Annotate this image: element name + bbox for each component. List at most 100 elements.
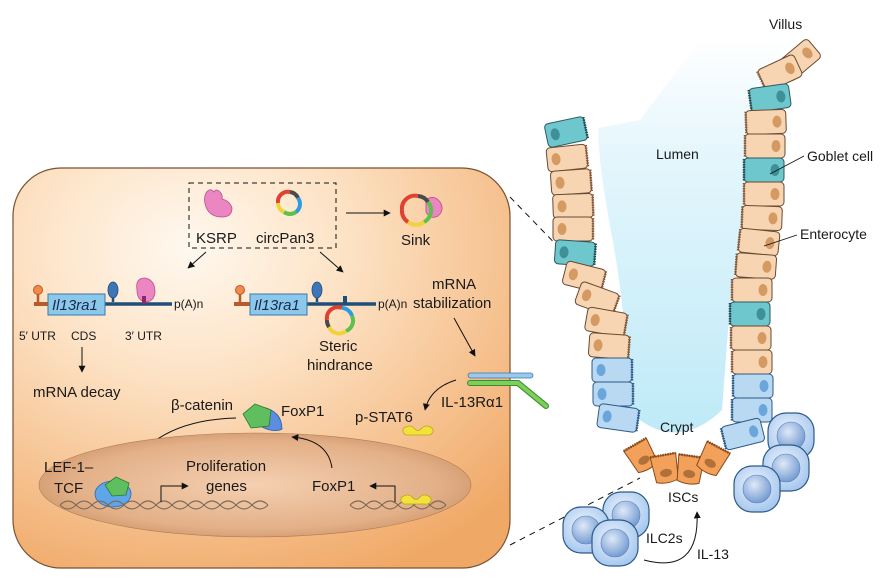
polya-label: p(A)n	[174, 297, 203, 311]
circpan3-label: circPan3	[256, 230, 314, 247]
rbp-blue-icon	[107, 281, 119, 299]
isc-cell	[623, 437, 659, 474]
il13ra1-gene-box	[249, 293, 308, 316]
left-epithelium	[544, 116, 641, 433]
pstat6-label: p-STAT6	[355, 409, 413, 426]
ilc2-cell	[591, 519, 639, 567]
transcription-arrow-foxp1	[369, 482, 396, 502]
receptor-to-stat6-arrow	[422, 379, 457, 411]
dna-helix-left	[59, 500, 269, 510]
enterocyte	[744, 108, 787, 136]
nucleus	[38, 432, 472, 538]
goblet-cell	[747, 83, 792, 113]
enterocyte	[734, 252, 778, 280]
goblet-cell	[544, 116, 590, 148]
il13ra1-gene-box	[47, 293, 106, 316]
sink-label: Sink	[401, 232, 431, 249]
nuclear-beta-catenin-icon	[104, 476, 130, 497]
pstat6-icon	[402, 425, 434, 436]
foxp1-export-arrow	[291, 434, 333, 469]
crypt-cell	[591, 357, 634, 383]
nuclear-pstat6-icon	[400, 494, 432, 505]
steric-label-1: Steric	[319, 338, 358, 355]
enterocyte-pointer	[763, 234, 798, 247]
goblet-cell	[742, 157, 785, 183]
ilc2-cluster-right	[733, 412, 815, 513]
cds-label: CDS	[71, 329, 96, 343]
beta-catenin-icon	[242, 403, 272, 429]
enterocyte	[545, 143, 590, 173]
steric-label-2: hindrance	[307, 357, 373, 374]
crypt-label: Crypt	[660, 419, 694, 435]
isc-cell	[649, 451, 679, 484]
ilc2-cell	[762, 444, 810, 492]
right-transcript: Il13ra1 p(A)n Steric hindrance	[234, 281, 407, 374]
circpan3-icon	[275, 189, 302, 216]
dna-helix-right	[349, 500, 447, 510]
5-cap-icon	[33, 285, 43, 295]
enterocyte	[552, 192, 595, 220]
transcription-arrow-proliferation	[160, 482, 189, 502]
beta-catenin-label: β-catenin	[171, 397, 233, 414]
lef1-label-2: TCF	[54, 480, 83, 497]
cell-panel: KSRP circPan3 Sink	[12, 167, 549, 569]
lumen-label: Lumen	[656, 146, 699, 162]
il13ra1-receptor-icon	[467, 372, 549, 409]
enterocyte	[743, 133, 786, 159]
enterocyte-label: Enterocyte	[800, 226, 867, 242]
circ-to-stabilize-arrow	[319, 251, 344, 273]
enterocyte	[742, 181, 785, 207]
receptor-label: IL-13Rα1	[441, 394, 503, 411]
proliferation-label-1: Proliferation	[186, 458, 266, 475]
left-transcript: Il13ra1 p(A)n 5′ UTR CDS 3′ UTR mRNA dec…	[19, 277, 203, 401]
stabilization-label-1: mRNA	[432, 276, 476, 293]
crypt-cell	[596, 403, 641, 433]
mrna-decay-label: mRNA decay	[33, 384, 121, 401]
enterocyte	[730, 349, 773, 375]
gene-label: Il13ra1	[254, 297, 300, 314]
5-cap-icon	[235, 285, 245, 295]
right-epithelium	[719, 39, 821, 451]
utr5-label: 5′ UTR	[19, 329, 56, 343]
crypt-cell	[719, 417, 765, 451]
goblet-cell-label: Goblet cell	[807, 148, 873, 164]
crypt-base-iscs	[623, 437, 731, 485]
stabilization-label-2: stabilization	[413, 295, 491, 312]
enterocyte	[730, 277, 773, 303]
foxp1-gene-label: FoxP1	[312, 478, 355, 495]
ksrp-to-decay-arrow	[187, 251, 207, 269]
goblet-pointer	[769, 155, 805, 175]
tissue-panel: Villus Lumen Goblet cell Enterocyte Cryp…	[544, 16, 873, 567]
enterocyte	[587, 332, 631, 360]
lef1-label-1: LEF-1–	[44, 459, 94, 476]
ilc2s-label: ILC2s	[646, 530, 683, 546]
polya-label: p(A)n	[378, 297, 407, 311]
foxp1-protein-label: FoxP1	[281, 403, 324, 420]
crypt-cell	[592, 381, 635, 407]
rbp-blue-icon	[311, 281, 323, 299]
enterocyte	[740, 204, 783, 232]
utr3-label: 3′ UTR	[125, 329, 162, 343]
circpan3-bound-icon	[324, 305, 356, 336]
zoom-guide-bottom	[509, 477, 641, 546]
il13-arrow	[643, 511, 701, 564]
ksrp-bound-icon	[136, 277, 156, 303]
il13-label: IL-13	[697, 546, 729, 562]
iscs-label: ISCs	[668, 489, 698, 505]
enterocyte	[736, 227, 781, 257]
complex-dashed-box	[188, 182, 337, 249]
sink-complex-icon	[399, 193, 443, 227]
enterocyte	[549, 168, 593, 196]
lumen	[598, 38, 835, 433]
villus-label: Villus	[769, 16, 802, 32]
isc-cell	[696, 440, 731, 477]
proliferation-label-2: genes	[206, 478, 247, 495]
goblet-cell	[728, 301, 771, 327]
enterocyte	[729, 325, 772, 351]
crypt-cell	[731, 373, 774, 399]
crypt-cell	[730, 397, 773, 423]
ilc2-cell	[733, 465, 781, 513]
ksrp-icon	[204, 189, 233, 218]
gene-label: Il13ra1	[52, 297, 98, 314]
